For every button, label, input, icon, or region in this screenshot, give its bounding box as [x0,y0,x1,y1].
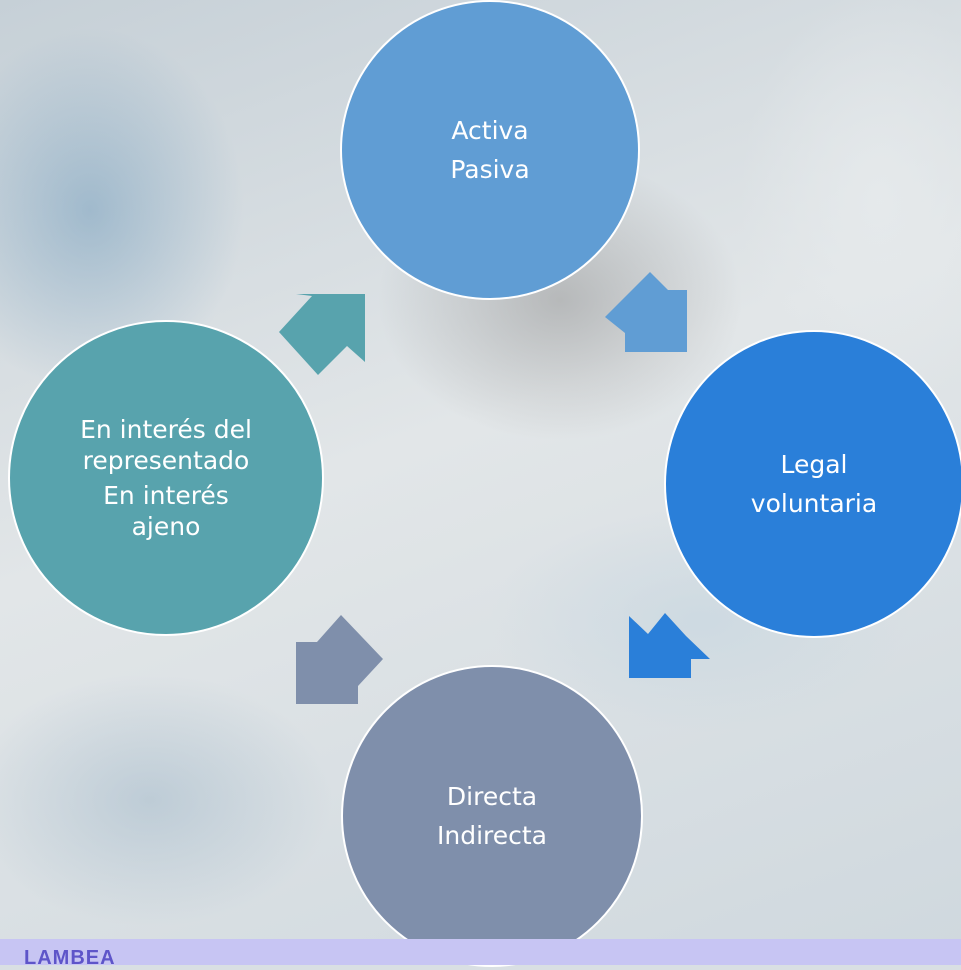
node-legal-voluntaria: Legal voluntaria [664,330,961,638]
node-right-line-2: voluntaria [750,489,878,518]
node-right-line-1: Legal [780,449,848,479]
arrow-left-to-top [279,294,365,375]
node-directa-indirecta: Directa Indirecta [341,665,643,967]
node-left-line-2: En interés ajeno [103,481,229,542]
footer-label: LAMBEA [24,947,116,969]
node-bottom-line-2: Indirecta [436,821,547,850]
arrow-top-to-right [605,272,687,352]
node-left-line-1: En interés del representado [80,414,252,475]
node-top-line-1: Activa [451,115,529,145]
node-top-line-2: Pasiva [450,155,530,184]
footer-bar: LAMBEA [0,939,961,969]
node-interes: En interés del representado En interés a… [8,320,324,636]
node-activa-pasiva: Activa Pasiva [340,0,640,300]
node-bottom-line-1: Directa [446,781,538,811]
arrow-bottom-to-left [296,615,383,704]
arrow-right-to-bottom [629,613,710,678]
